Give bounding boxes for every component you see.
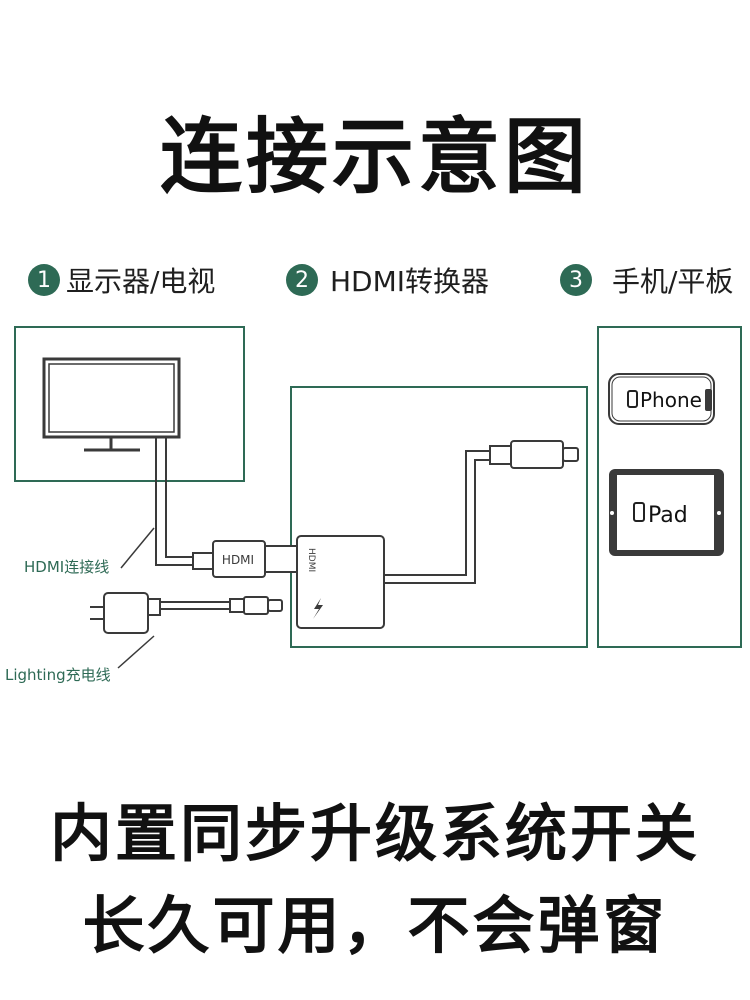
- page-title: 连接示意图: [159, 110, 590, 205]
- step-number: 1: [28, 264, 60, 296]
- feature-line-1: 内置同步升级系统开关: [49, 797, 700, 870]
- hdmi-plug-label: HDMI: [222, 553, 254, 567]
- lighting-cable: [160, 596, 283, 615]
- feature-line-2: 长久可用，不会弹窗: [82, 889, 668, 962]
- device-panel: [597, 326, 742, 648]
- step-label: HDMI转换器: [330, 265, 490, 298]
- hdmi-cable-label: HDMI连接线: [24, 558, 110, 576]
- lighting-label-pointer: [117, 635, 155, 669]
- ipad-icon: Pad: [609, 469, 724, 556]
- iphone-icon: Phone: [608, 373, 715, 425]
- lighting-cable-label: Lighting充电线: [5, 666, 111, 684]
- step-adapter: 2 HDMI转换器: [286, 258, 489, 302]
- step-label: 手机/平板: [612, 265, 734, 298]
- charger-icon: [90, 592, 161, 634]
- ipad-label: Pad: [648, 503, 688, 528]
- step-monitor: 1 显示器/电视: [28, 258, 215, 302]
- lightning-bolt-icon: [313, 598, 323, 619]
- hdmi-label-pointer: [120, 527, 155, 569]
- hdmi-plug-icon: HDMI: [212, 540, 298, 578]
- adapter-cable: [384, 440, 579, 584]
- step-number: 2: [286, 264, 318, 296]
- step-device: 3 手机/平板: [560, 258, 733, 302]
- step-label: 显示器/电视: [66, 265, 216, 298]
- adapter-icon: HDMI: [296, 535, 385, 629]
- monitor-panel: [14, 326, 245, 482]
- iphone-label: Phone: [640, 388, 702, 412]
- adapter-panel: [290, 386, 588, 648]
- monitor-icon: [42, 357, 181, 452]
- step-number: 3: [560, 264, 592, 296]
- hdmi-cable: [155, 436, 216, 570]
- adapter-port-label: HDMI: [306, 548, 316, 572]
